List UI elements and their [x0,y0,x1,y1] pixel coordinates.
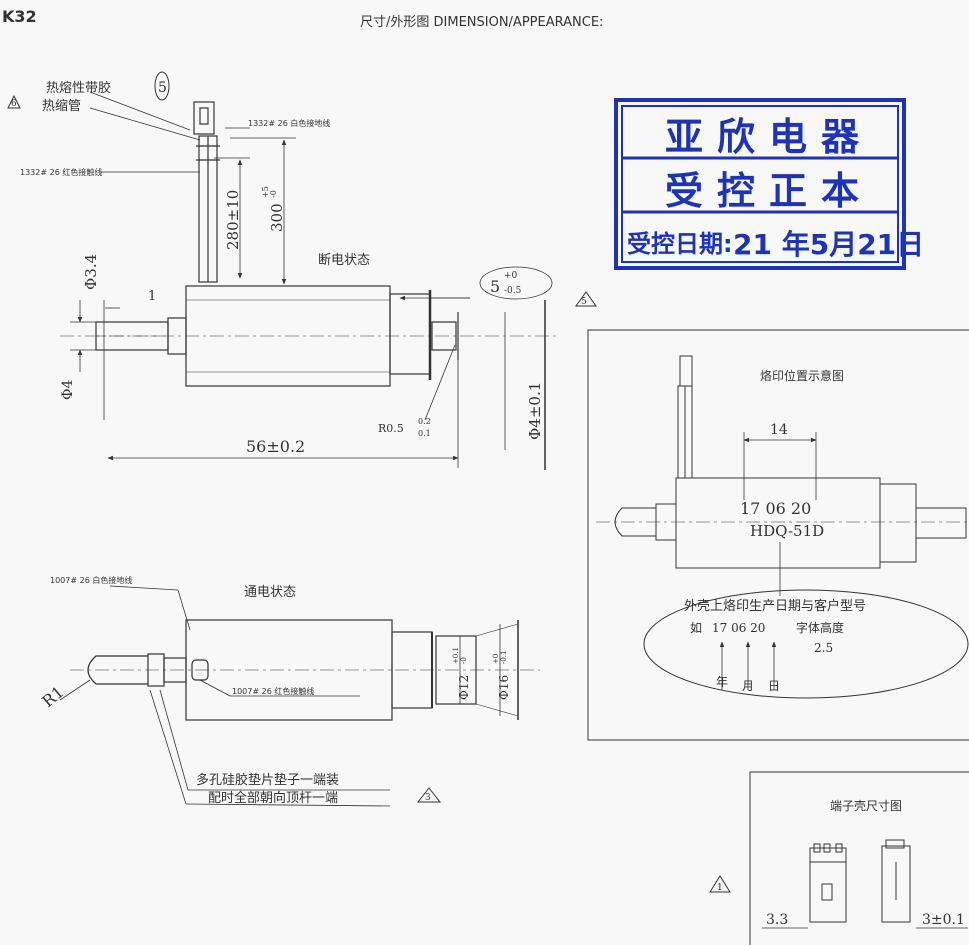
bubble-height-label: 字体高度 [796,620,844,635]
label-year: 年 [716,675,728,689]
dim-phi12-tol-upper: +0.1 [452,647,460,664]
stamp-date: 21 年5月21日 [733,228,924,261]
dim-gap-tol-upper: +0 [504,271,518,281]
stamp-date-label: 受控日期: [627,230,733,258]
dim-14: 14 [770,422,788,438]
marker-1: 1 [717,883,723,893]
revision-triangle-1 [709,875,731,893]
stamp-company: 亚欣电器 [665,115,873,159]
marker-5-triangle: 5 [581,297,587,307]
on-state-title: 通电状态 [244,585,296,600]
terminal-panel [709,771,969,945]
dim-phi34: Φ3.4 [82,254,100,290]
on-state-drawing [59,585,540,807]
dim-r1: R1 [38,682,67,711]
revision-triangle-6 [7,94,21,109]
marker-5-circle: 5 [158,80,167,96]
bubble-date: 17 06 20 [712,621,765,635]
bubble-prefix: 如 [690,620,702,635]
terminal-title: 端子壳尺寸图 [830,799,902,813]
off-state-title: 断电状态 [318,253,370,268]
doc-title: 尺寸/外形图 DIMENSION/APPEARANCE: [360,15,603,30]
note-heat-shrink-2: 热缩管 [42,98,81,114]
dim-radius-tol-upper: 0.2 [418,417,431,426]
silicone-note-1: 多孔硅胶垫片垫子一端装 [196,772,339,788]
dim-lead-300-tol-lower: -0 [269,190,278,198]
dim-gap: 5 [490,277,500,296]
dim-phi4-tol: Φ4±0.1 [526,382,544,440]
dim-phi12: Φ12 [457,675,471,700]
marker-3: 3 [425,793,431,803]
lead-white-label: 1332# 26 白色接地线 [248,118,330,128]
dim-phi12-tol-lower: -0 [460,657,468,664]
lead-red-label: 1332# 26 红色接触线 [20,167,102,177]
stamp-controlled: 受控正本 [665,169,873,213]
off-state-drawing [7,71,597,470]
dim-33: 3.3 [766,912,788,928]
dim-1: 1 [148,289,156,304]
dim-phi16-tol-lower: -0.1 [500,651,508,665]
dim-phi4: Φ4 [60,380,76,400]
print-date: 17 06 20 [740,499,811,518]
control-stamp: 亚欣电器 受控正本 受控日期: 21 年5月21日 [614,98,924,270]
dim-radius: R0.5 [378,422,404,435]
dim-3: 3±0.1 [922,912,965,928]
print-model: HDQ-51D [750,522,824,540]
doc-code: K32 [2,7,37,26]
dim-lead-300: 300 [268,203,286,232]
marker-6: 6 [11,99,17,109]
label-month: 月 [742,679,754,693]
print-position-panel [587,329,969,741]
dim-lead-280: 280±10 [224,190,242,250]
revision-triangle-5 [575,291,597,307]
revision-triangle-3 [416,787,442,803]
dim-gap-tol-lower: -0.5 [504,286,522,296]
label-day: 日 [768,679,780,693]
note-heat-shrink-1: 热熔性带胶 [46,80,111,96]
print-position-title: 烙印位置示意图 [760,368,844,383]
dim-lead-300-tol-upper: +5 [261,186,270,198]
on-lead-red-label: 1007# 26 红色接触线 [232,686,314,696]
dim-phi16: Φ16 [497,675,511,700]
dim-length: 56±0.2 [246,437,305,456]
bubble-line1: 外壳上烙印生产日期与客户型号 [684,598,866,614]
dim-radius-tol-lower: 0.1 [418,429,431,438]
on-lead-white-label: 1007# 26 白色接地线 [50,575,132,585]
bubble-height: 2.5 [814,641,833,655]
dim-phi16-tol-upper: +0 [492,654,500,664]
silicone-note-2: 配时全部朝向顶杆一端 [208,790,338,806]
